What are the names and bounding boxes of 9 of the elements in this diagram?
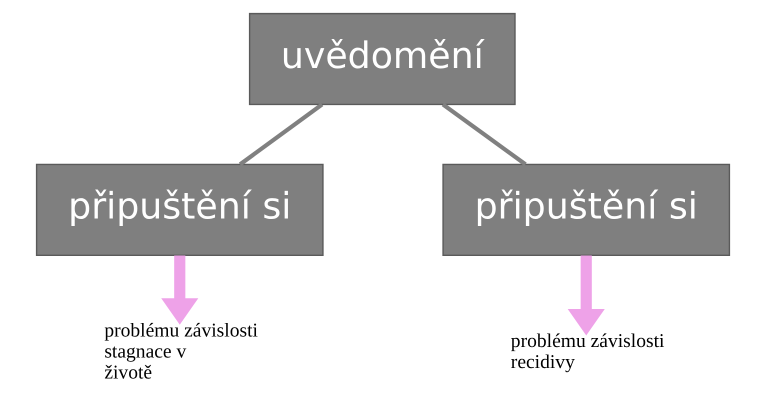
node-box: uvědomění: [248, 12, 516, 106]
arrow: [567, 255, 604, 336]
node-box: připuštění si: [442, 164, 730, 256]
node-box: připuštění si: [35, 164, 324, 256]
node-text: problému závislosti stagnace v životě: [104, 320, 258, 384]
connector: [238, 102, 323, 166]
connector: [441, 102, 526, 166]
node-text: problému závislosti recidivy: [510, 331, 664, 373]
arrow: [160, 255, 198, 325]
